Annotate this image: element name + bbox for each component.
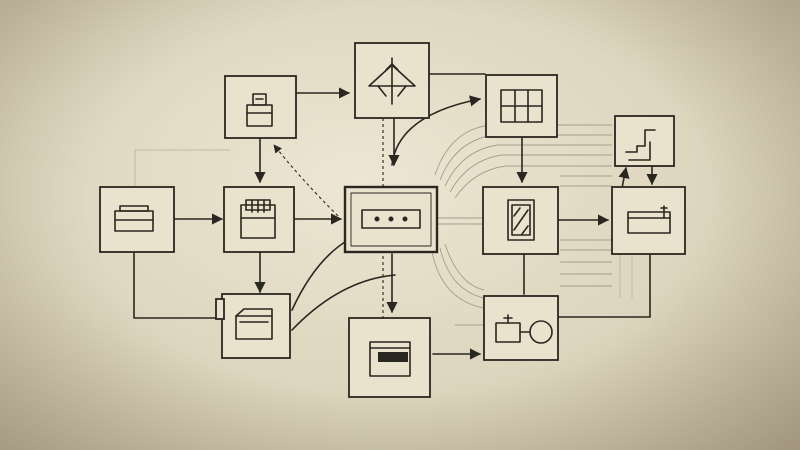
camera-icon [495, 314, 553, 344]
display-icon [369, 341, 411, 377]
node-camera-unit [483, 295, 559, 361]
node-grid-panel [485, 74, 558, 138]
cabinet-icon [240, 199, 276, 239]
stepped-module-icon [625, 129, 656, 161]
node-stepped-module [614, 115, 675, 167]
folder-icon [235, 308, 273, 340]
node-drawer-unit [99, 186, 175, 253]
lock-device-icon [246, 93, 273, 127]
drawer-icon [114, 205, 154, 232]
node-antenna [354, 42, 430, 119]
node-cabinet [223, 186, 295, 253]
node-memory-chip [482, 186, 559, 255]
circuit-traces [134, 124, 633, 326]
node-folder-unit [215, 293, 291, 359]
hub-icon [361, 209, 421, 229]
node-display-unit [348, 317, 431, 398]
tray-icon [627, 205, 671, 234]
node-lock-device [224, 75, 297, 139]
antenna-icon [368, 57, 416, 105]
connectors [133, 73, 658, 360]
grid-panel-icon [500, 89, 543, 123]
node-tray-unit [611, 186, 686, 255]
node-central-hub [343, 185, 439, 254]
chip-icon [507, 199, 535, 241]
